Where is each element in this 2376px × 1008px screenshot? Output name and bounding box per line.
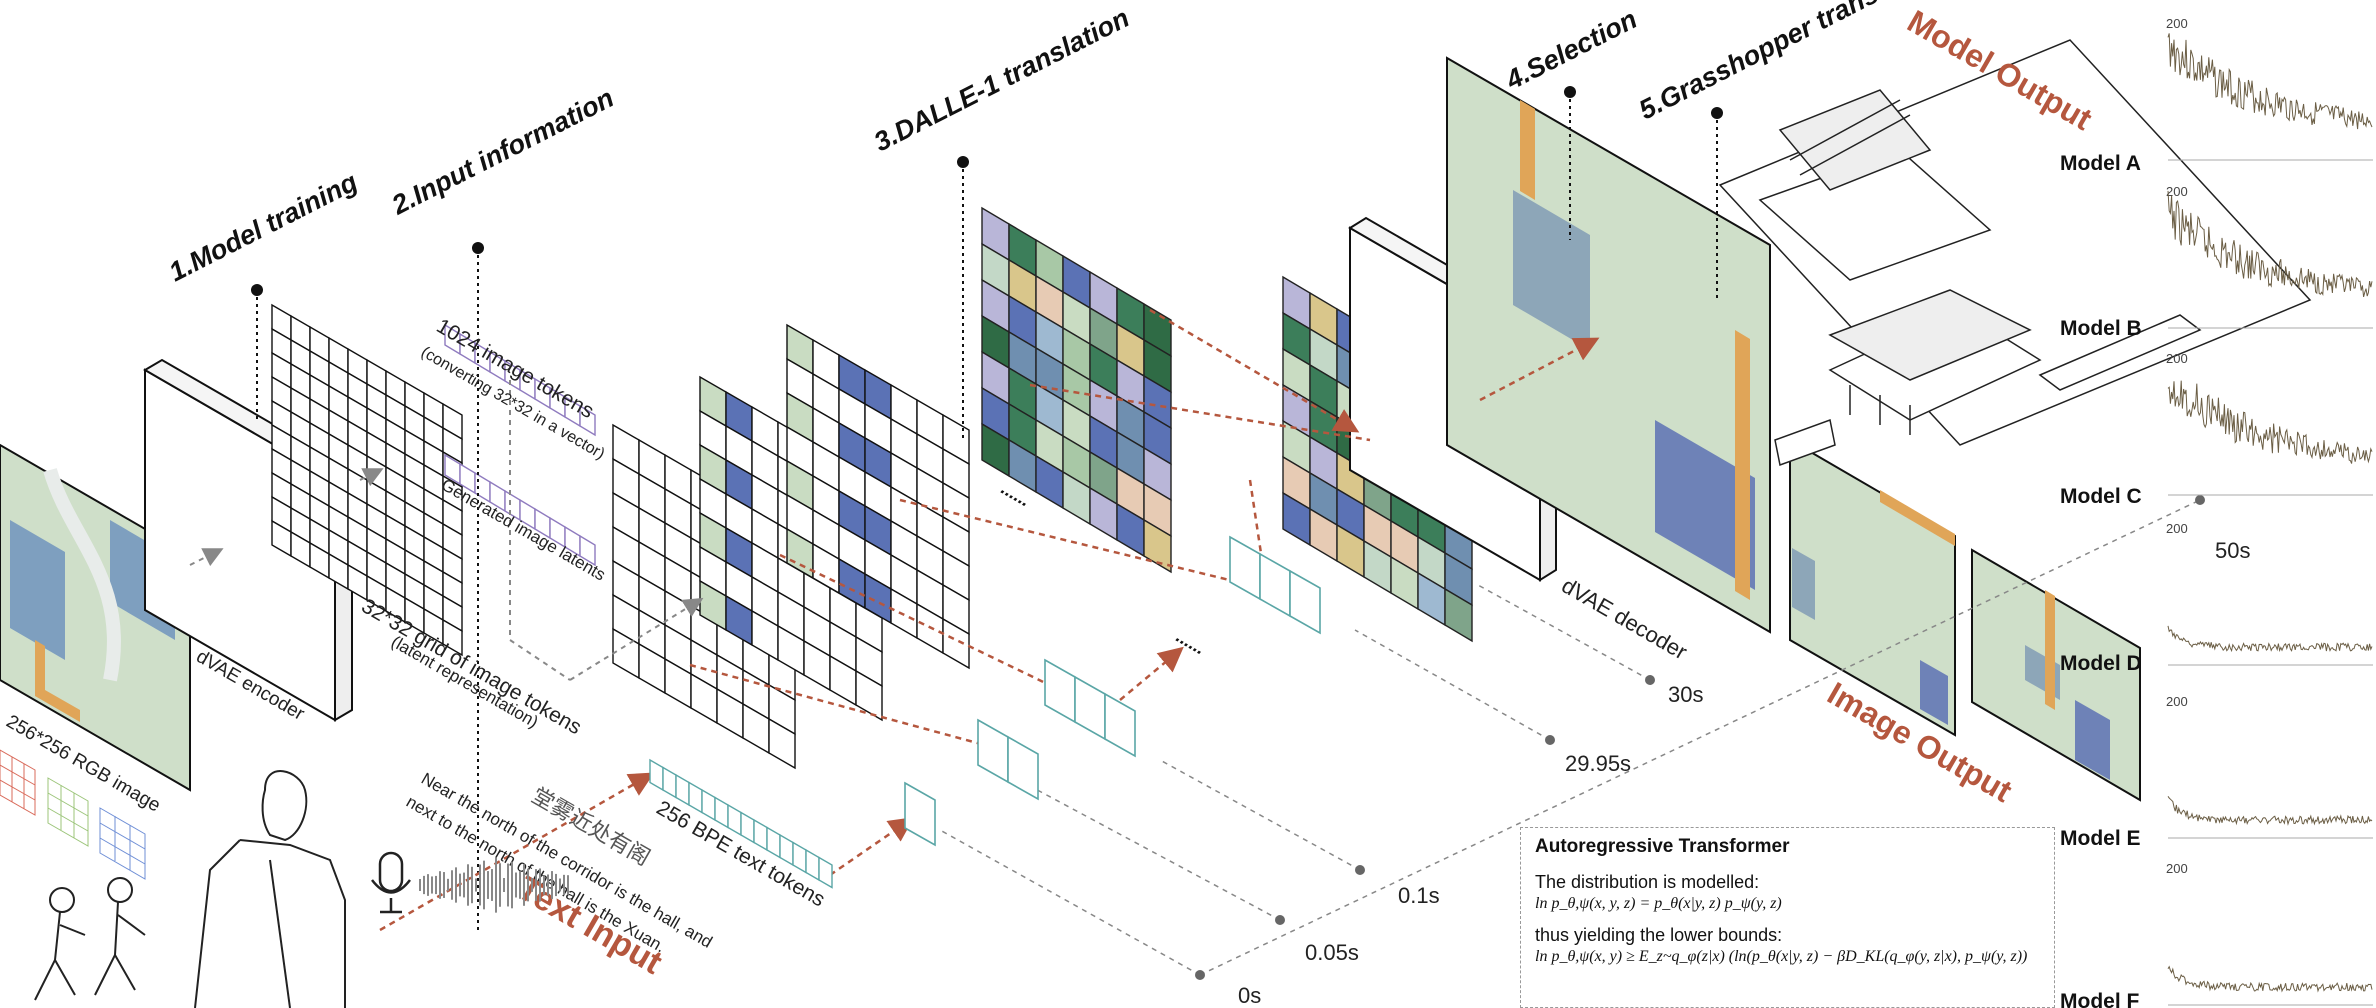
model-chart: 200 — [2166, 861, 2373, 1006]
grid-cell — [855, 669, 883, 722]
selection-map-panel — [1446, 56, 1771, 634]
token-box — [1259, 552, 1291, 618]
step-markers — [251, 86, 1723, 930]
chart-tick-label: 200 — [2166, 521, 2188, 536]
bpe-token-cell — [727, 803, 742, 837]
microphone-icon — [371, 851, 411, 914]
bpe-token-cell — [701, 788, 716, 822]
model-label-a: Model A — [2060, 152, 2141, 175]
architecture-model-drawing — [1718, 39, 2312, 467]
chart-series-line — [2167, 965, 2373, 993]
model-chart: 200 — [2166, 184, 2373, 329]
step-5-title: 5.Grasshopper translation — [1634, 0, 1947, 125]
token-box — [1229, 535, 1261, 601]
grid-cell — [1143, 518, 1172, 574]
step-2-title: 2.Input information — [386, 83, 618, 221]
chart-tick-label: 200 — [2166, 694, 2188, 709]
model-label-e: Model E — [2060, 827, 2141, 850]
chart-series-line — [2167, 796, 2373, 826]
grey-flow-arrows — [189, 380, 704, 681]
flow-arrows — [379, 308, 1600, 932]
ellipsis-2: ...... — [1173, 626, 1209, 658]
audio-waveform — [419, 857, 569, 913]
model-chart: 200 — [2166, 16, 2373, 161]
time-ticks — [1195, 495, 2205, 980]
model-label-f: Model F — [2060, 990, 2139, 1008]
step-3-title: 3.DALLE-1 translation — [869, 3, 1134, 158]
time-label-1: 0.05s — [1305, 940, 1359, 965]
vector-cell — [579, 534, 596, 567]
token-box — [977, 718, 1009, 784]
image-token-vectors — [444, 323, 596, 567]
running-figures-illustration — [34, 877, 146, 1001]
bpe-token-cell — [714, 796, 729, 829]
model-chart: 200 — [2166, 521, 2373, 666]
formula-equation-2: ln p_θ,ψ(x, y) ≥ E_z~q_φ(z|x) (ln(p_θ(x|… — [1535, 948, 2028, 965]
image-output-panels — [1789, 438, 2141, 802]
chart-tick-label: 200 — [2166, 861, 2188, 876]
chart-series-line — [2167, 625, 2373, 653]
grid-cell — [1444, 587, 1473, 643]
bpe-token-strip — [649, 758, 833, 889]
time-label-3: 29.95s — [1565, 751, 1631, 776]
bpe-token-cell — [766, 826, 781, 859]
grid-cell — [442, 618, 463, 657]
token-box — [1104, 692, 1136, 758]
formula-title: Autoregressive Transformer — [1535, 836, 1790, 857]
vector-cell — [579, 404, 596, 437]
bpe-token-cell — [818, 856, 833, 889]
dalle-output-grid — [981, 206, 1172, 574]
bpe-token-cell — [805, 848, 820, 882]
time-label-4: 30s — [1668, 682, 1703, 707]
bpe-token-cell — [675, 773, 690, 807]
grid-label: 32*32 grid of image tokens — [358, 594, 586, 739]
model-label-d: Model D — [2060, 652, 2142, 675]
token-box — [1044, 658, 1076, 724]
chart-tick-label: 200 — [2166, 16, 2188, 31]
bpe-token-cell — [779, 833, 794, 867]
bpe-token-cell — [649, 758, 664, 792]
step-4-title: 4.Selection — [1500, 4, 1642, 96]
bpe-token-cell — [792, 841, 807, 874]
transformer-grids — [612, 323, 970, 770]
formula-line-1: The distribution is modelled: — [1535, 872, 1760, 892]
bpe-token-cell — [662, 766, 677, 799]
model-label-b: Model B — [2060, 317, 2142, 340]
model-label-c: Model C — [2060, 485, 2142, 508]
bpe-token-cell — [740, 811, 755, 844]
rgb-channel-grids — [0, 749, 146, 880]
time-axis — [939, 499, 2201, 976]
chart-series-line — [2167, 33, 2373, 130]
formula-line-2: thus yielding the lower bounds: — [1535, 925, 1783, 945]
image-token-grid — [271, 303, 463, 657]
model-chart: 200 — [2166, 694, 2373, 839]
model-chart: 200 — [2166, 351, 2373, 496]
time-label-5: 50s — [2215, 538, 2250, 563]
time-label-2: 0.1s — [1398, 883, 1440, 908]
grid-cell — [768, 717, 796, 770]
chart-tick-label: 200 — [2166, 351, 2188, 366]
token-box — [1007, 735, 1039, 801]
model-labels: Model A Model B Model C Model D Model E … — [2060, 152, 2142, 1008]
chart-series-line — [2167, 190, 2373, 298]
bpe-token-cell — [753, 818, 768, 852]
small-token-boxes — [904, 535, 1321, 847]
time-label-0: 0s — [1238, 983, 1261, 1008]
autoregressive-formula-box: Autoregressive Transformer The distribut… — [1520, 827, 2055, 1008]
step-1-title: 1.Model training — [164, 166, 363, 287]
generated-latents-label: Generated image latents — [438, 475, 609, 585]
formula-equation-1: ln p_θ,ψ(x, y, z) = p_θ(x|y, z) p_ψ(y, z… — [1535, 895, 1782, 912]
token-box — [1074, 675, 1106, 741]
person-illustration — [194, 770, 346, 1008]
chart-series-line — [2167, 380, 2373, 464]
model-output-charts: 200 200 200 200 200 200 — [2166, 16, 2373, 1006]
chart-tick-label: 200 — [2166, 184, 2188, 199]
bpe-token-cell — [688, 781, 703, 814]
token-box — [1289, 569, 1321, 635]
token-box — [904, 781, 936, 847]
grid-cell — [942, 617, 970, 670]
dvae-decoder-label: dVAE decoder — [1558, 573, 1692, 665]
